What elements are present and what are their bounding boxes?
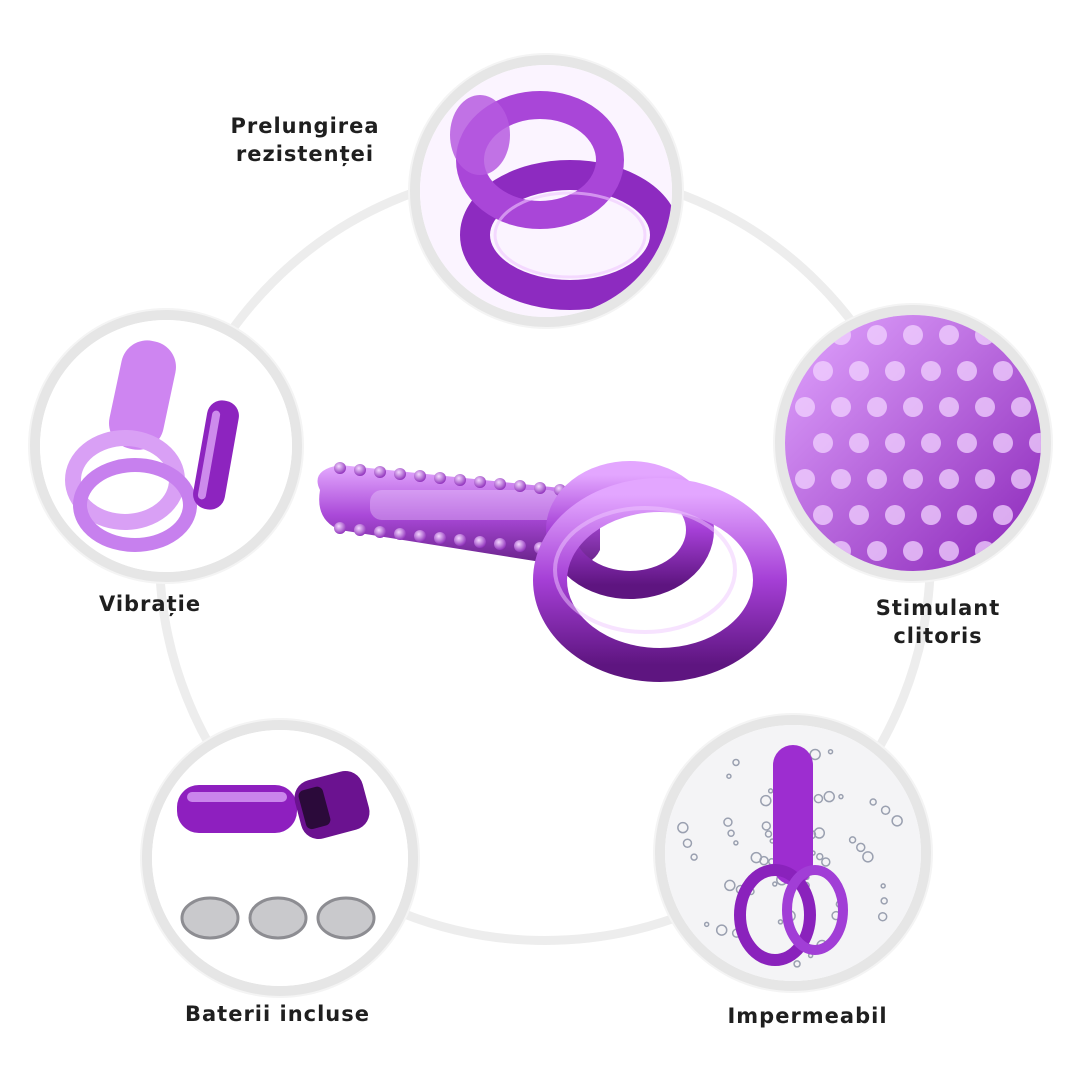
label-endurance-line-1: Prelungirea: [230, 114, 380, 138]
vibrating-ring-product-icon: [317, 461, 787, 682]
label-endurance-line-2: rezistenței: [235, 142, 375, 166]
double-ring-icon: [420, 65, 672, 317]
label-endurance: Prelungirea rezistenței: [215, 112, 395, 168]
label-waterproof: Impermeabil: [727, 1004, 888, 1028]
badge-endurance: [410, 55, 682, 327]
textured-nubs-icon: [785, 315, 1041, 571]
water-splash-icon: [665, 725, 921, 981]
label-batteries: Baterii incluse: [184, 1002, 370, 1026]
badge-vibration: [30, 310, 302, 582]
bullet-and-coin-batteries-icon: [152, 730, 408, 986]
label-vibration: Vibrație: [98, 592, 202, 616]
label-clitoral-stimulator: Stimulant clitoris: [838, 594, 1038, 650]
badge-waterproof: [655, 715, 931, 991]
label-clitoral-line-2: clitoris: [893, 624, 983, 648]
badge-clitoral-stimulator: [775, 305, 1051, 581]
sleeve-and-bullet-icon: [40, 320, 292, 572]
center-product-image: [300, 420, 800, 700]
label-clitoral-line-1: Stimulant: [875, 596, 1001, 620]
badge-batteries: [142, 720, 418, 996]
